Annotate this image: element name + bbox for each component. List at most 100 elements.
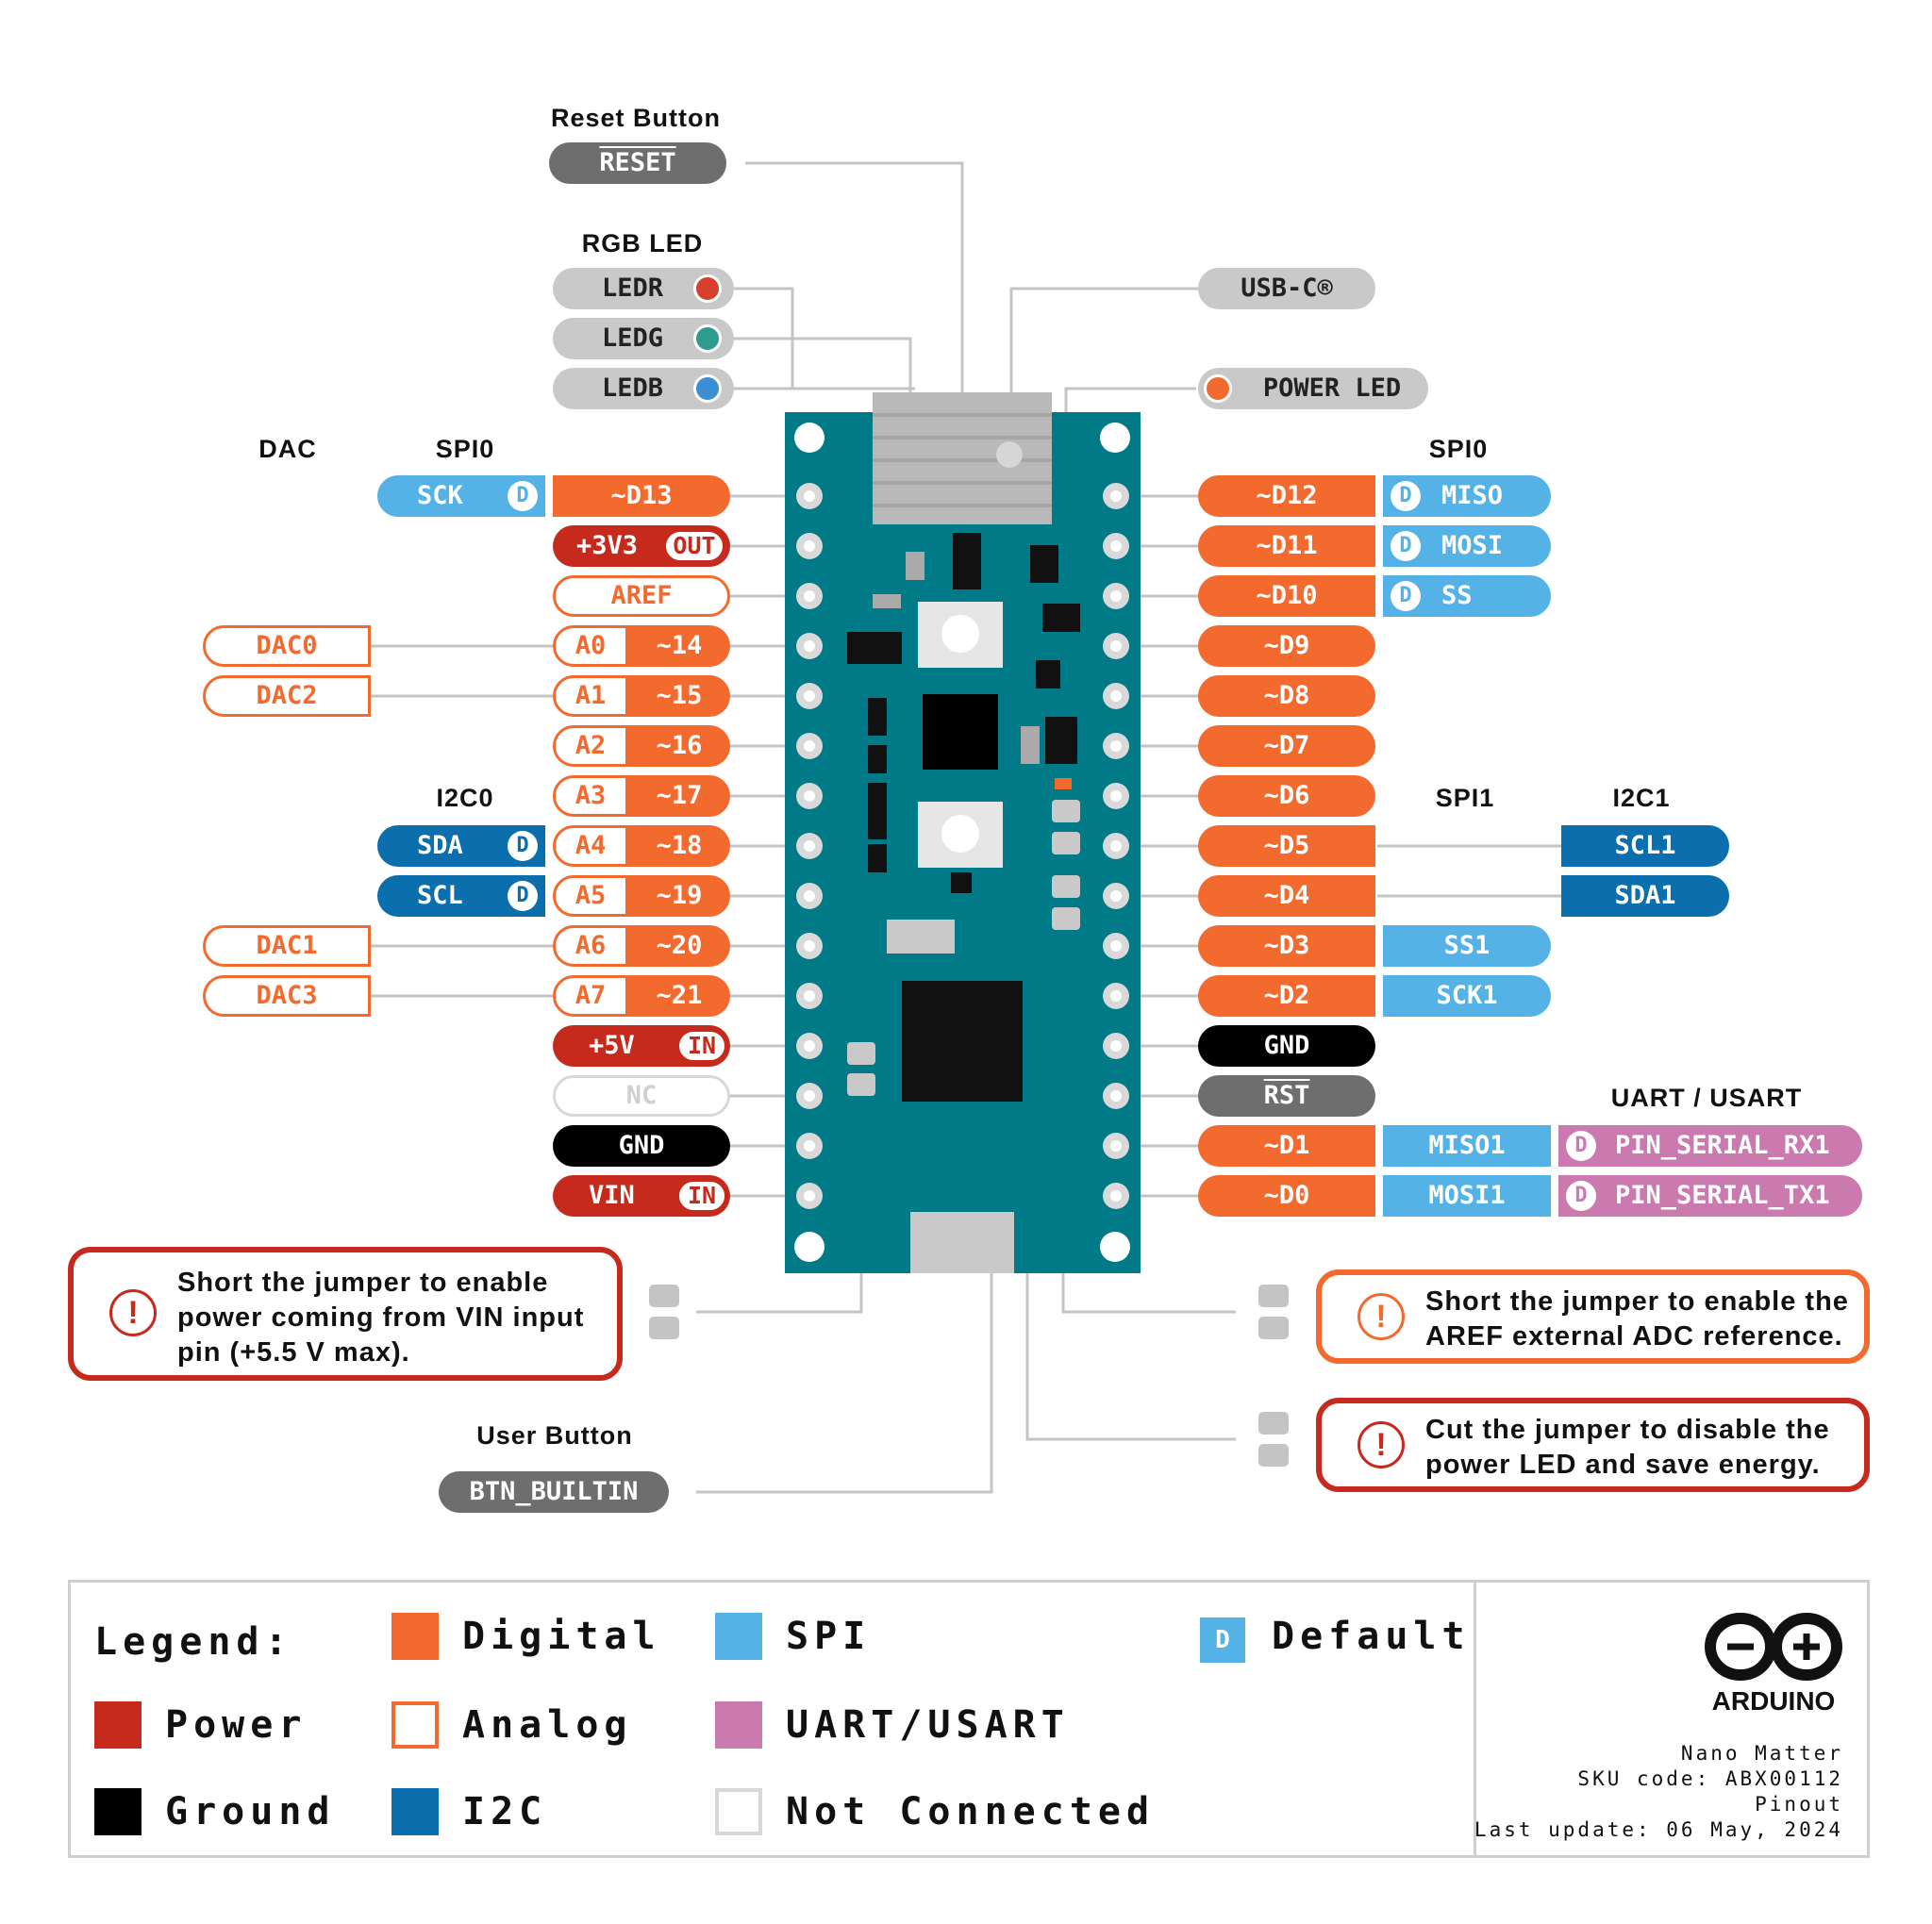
warning-icon: ! [1357,1421,1405,1468]
pin-a6: A6 [553,925,628,967]
led-blue-icon [693,374,722,403]
product-updated: Last update: 06 May, 2024 [1474,1818,1843,1841]
not-connected-swatch [715,1788,762,1835]
pin-hole-center [804,1190,815,1202]
pin-hole-center [1110,990,1122,1002]
ss1-label: SS1 [1383,925,1551,967]
pin-nc: NC [553,1075,730,1117]
pin-d13: ~D13 [553,475,730,517]
pin-hole-center [1110,490,1122,502]
pin-rst: RST [1198,1075,1375,1117]
jumper-pad-icon [1258,1444,1289,1467]
pin-hole-center [1110,1040,1122,1052]
header-uart-usart: UART / USART [1610,1084,1803,1112]
legend-power: Power [165,1703,308,1747]
out-tag: OUT [664,530,724,562]
legend: Legend: Power Ground Digital Analog I2C … [68,1580,1870,1858]
default-swatch: D [1200,1617,1245,1663]
pin-hole-center [1110,1140,1122,1152]
mosi1-label: MOSI1 [1383,1175,1551,1217]
pin-d9: ~D9 [1198,625,1375,667]
pin-hole-center [1110,740,1122,752]
pin-hole-center [804,890,815,902]
header-spi1: SPI1 [1435,784,1495,812]
header-i2c1: I2C1 [1612,784,1671,812]
pin-20: ~20 [628,925,730,967]
pin-hole-center [1110,890,1122,902]
led-jumper-note: ! Cut the jumper to disable the power LE… [1316,1398,1870,1492]
pin-hole-center [804,940,815,952]
header-reset-button: Reset Button [551,104,721,132]
header-rgb-led: RGB LED [581,229,704,257]
digital-swatch [391,1613,439,1660]
aref-jumper-note: ! Short the jumper to enable the AREF ex… [1316,1269,1870,1364]
legend-ground: Ground [165,1790,336,1833]
pin-hole-center [1110,1190,1122,1202]
pin-aref: AREF [553,575,730,617]
header-spi0-right: SPI0 [1428,435,1489,463]
pin-hole-center [804,1090,815,1102]
sck1-label: SCK1 [1383,975,1551,1017]
pin-d3: ~D3 [1198,925,1375,967]
legend-title: Legend: [94,1620,293,1664]
i2c-swatch [391,1788,439,1835]
pin-gnd-right: GND [1198,1025,1375,1067]
pin-a5: A5 [553,875,628,917]
dac0-label: DAC0 [203,625,371,667]
pin-15: ~15 [628,675,730,717]
default-badge: D [1566,1131,1596,1161]
product-doc: Pinout [1755,1793,1843,1816]
power-led-icon [1204,374,1232,403]
default-badge: D [508,831,538,861]
btn-builtin-label: BTN_BUILTIN [439,1471,669,1513]
vin-note-text: Short the jumper to enable power coming … [177,1268,585,1368]
pin-hole-center [804,640,815,652]
header-user-button: User Button [476,1421,633,1450]
pin-a3: A3 [553,775,628,817]
header-dac: DAC [258,435,317,463]
power-swatch [94,1701,142,1749]
header-spi0-left: SPI0 [435,435,495,463]
pin-hole-center [804,790,815,802]
default-badge: D [508,881,538,911]
pin-16: ~16 [628,725,730,767]
pin-hole-center [1110,1090,1122,1102]
sda1-label: SDA1 [1561,875,1729,917]
pin-hole-center [1110,840,1122,852]
dac1-label: DAC1 [203,925,371,967]
pin-gnd-left: GND [553,1125,730,1167]
board [785,392,1141,1273]
spi-swatch [715,1613,762,1660]
pin-hole-center [804,740,815,752]
jumper-pad-icon [1258,1285,1289,1307]
ground-swatch [94,1788,142,1835]
default-badge: D [1391,581,1421,611]
pin-d8: ~D8 [1198,675,1375,717]
pin-hole-center [1110,690,1122,702]
legend-spi: SPI [786,1615,872,1658]
pin-a2: A2 [553,725,628,767]
led-green-icon [693,324,722,353]
pin-d5: ~D5 [1198,825,1375,867]
warning-icon: ! [109,1289,157,1336]
pin-d2: ~D2 [1198,975,1375,1017]
jumper-pad-icon [1258,1412,1289,1435]
pin-hole-center [804,540,815,552]
dac2-label: DAC2 [203,675,371,717]
pin-d0: ~D0 [1198,1175,1375,1217]
default-badge: D [1391,531,1421,561]
analog-swatch [391,1701,439,1749]
led-red-icon [693,274,722,303]
legend-i2c: I2C [462,1790,548,1833]
arduino-logo-icon [1705,1613,1842,1681]
pin-18: ~18 [628,825,730,867]
power-led-label: POWER LED [1198,368,1428,409]
pin-hole-center [1110,640,1122,652]
jumper-pad-icon [1258,1317,1289,1339]
jumper-pad-icon [649,1285,679,1307]
pin-hole-center [804,1140,815,1152]
legend-default: Default [1272,1615,1471,1658]
product-name: Nano Matter [1680,1742,1843,1765]
pin-hole-center [1110,940,1122,952]
in-tag: IN [677,1180,726,1212]
